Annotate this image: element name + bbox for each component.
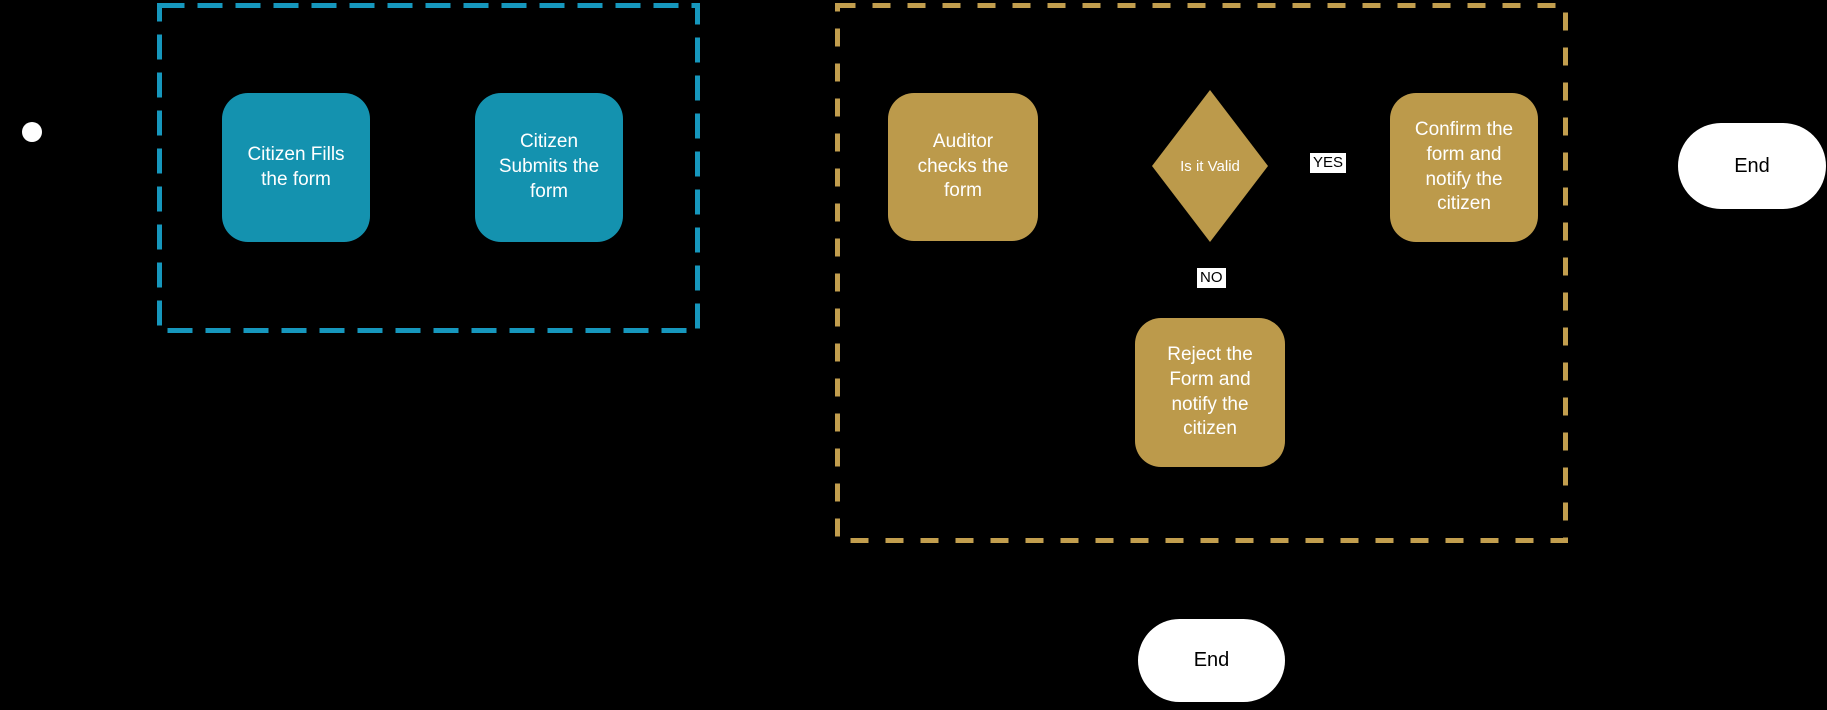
- auditor-lane-border: [835, 3, 1568, 543]
- end-node-bottom: End: [1138, 619, 1285, 702]
- citizen-lane-border: [157, 3, 700, 333]
- start-node: [22, 122, 42, 142]
- node-confirm-form: Confirm the form and notify the citizen: [1390, 93, 1538, 242]
- node-auditor-checks: Auditor checks the form: [888, 93, 1038, 241]
- node-citizen-submits: Citizen Submits the form: [475, 93, 623, 242]
- end-node-right: End: [1678, 123, 1826, 209]
- node-citizen-fills: Citizen Fills the form: [222, 93, 370, 242]
- node-reject-form: Reject the Form and notify the citizen: [1135, 318, 1285, 467]
- edge-label-no: NO: [1197, 268, 1226, 288]
- edge-label-yes: YES: [1310, 153, 1347, 173]
